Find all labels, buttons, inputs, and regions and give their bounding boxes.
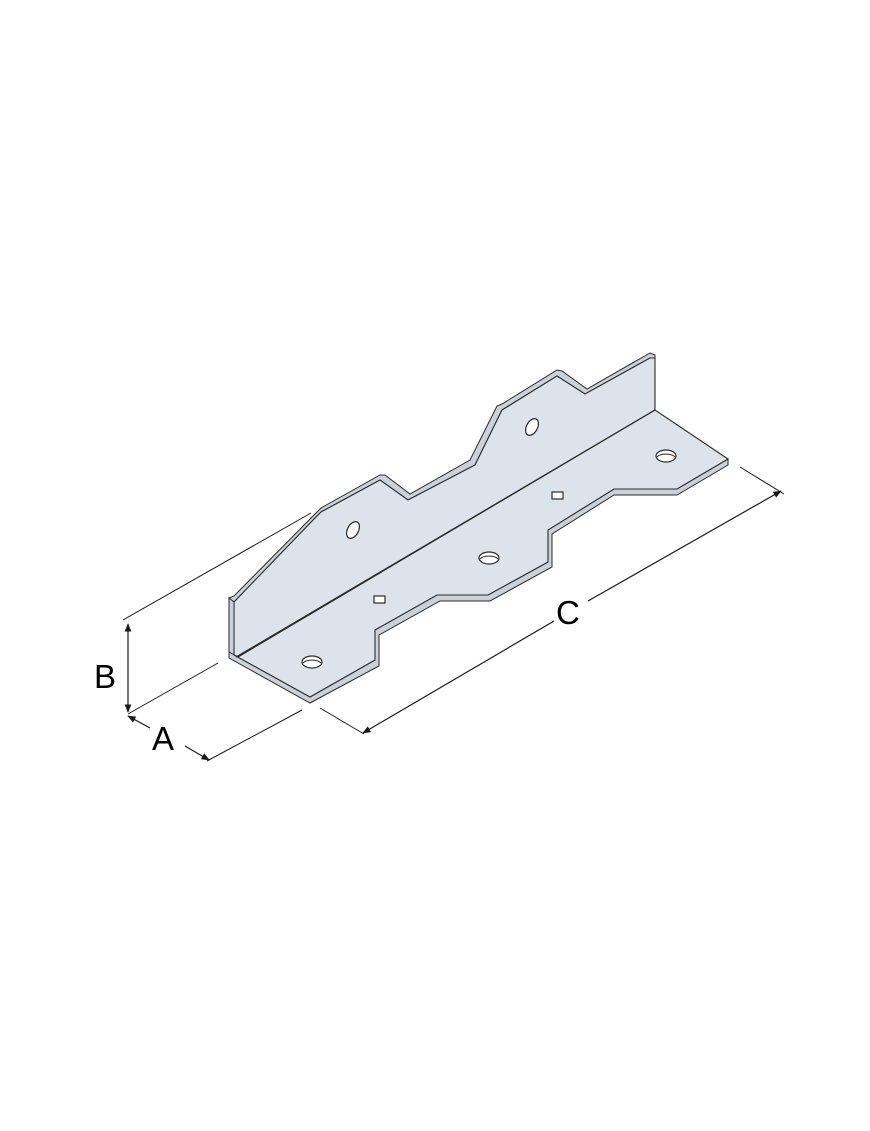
dimension-c: C xyxy=(319,466,785,735)
dimension-line-c-lower xyxy=(362,620,555,734)
round-hole-vflange-1 xyxy=(345,521,361,539)
round-hole-vflange-2 xyxy=(524,418,540,436)
extension-line-b-top xyxy=(122,512,312,621)
extension-line-a-right xyxy=(206,709,303,762)
square-hole-hflange-1 xyxy=(373,595,386,604)
round-hole-hflange-2 xyxy=(478,551,500,565)
dimension-line-a-left xyxy=(127,715,151,729)
vertical-flange-left-edge xyxy=(228,596,235,656)
dimension-a: A xyxy=(127,709,303,762)
dimension-label-a: A xyxy=(152,720,174,757)
horizontal-flange xyxy=(228,409,730,704)
dimension-line-a-right xyxy=(184,745,210,761)
round-hole-hflange-3 xyxy=(655,449,677,463)
dimension-b: B xyxy=(94,512,312,715)
horizontal-flange-face xyxy=(233,409,730,698)
dimension-line-c-upper xyxy=(587,490,782,602)
bend-line xyxy=(235,409,656,658)
round-hole-hflange-1 xyxy=(301,655,323,669)
dimension-label-b: B xyxy=(94,658,116,695)
extension-line-c-left xyxy=(319,707,365,735)
extension-line-c-right xyxy=(739,466,785,495)
dimension-label-c: C xyxy=(556,594,580,631)
square-hole-hflange-2 xyxy=(551,491,564,500)
extension-line-b-bottom xyxy=(127,662,219,715)
